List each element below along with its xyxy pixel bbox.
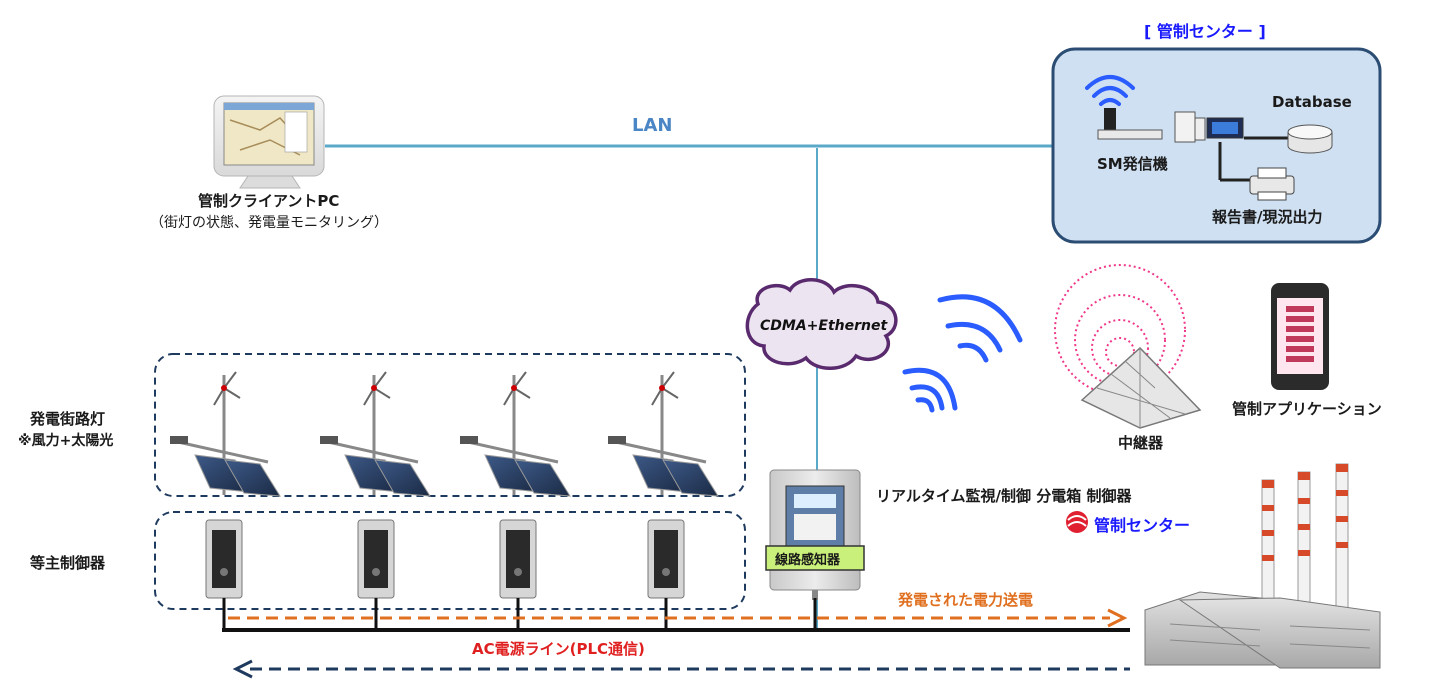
distribution-panel-icon bbox=[769, 469, 861, 600]
server-icon bbox=[1174, 111, 1196, 143]
client-pc-icon bbox=[213, 95, 325, 189]
report-output-label: 報告書/現況出力 bbox=[1212, 208, 1323, 226]
transmitter-icon bbox=[1104, 108, 1116, 130]
streetlight-4 bbox=[608, 371, 719, 497]
printer-icon bbox=[1249, 167, 1295, 201]
streetlight-3 bbox=[460, 371, 571, 497]
client-pc-subtitle: （街灯の状態、発電量モニタリング） bbox=[150, 215, 388, 231]
streetlight-sublabel: ※風力+太陽光 bbox=[18, 433, 114, 449]
controller-unit-2 bbox=[357, 519, 395, 599]
smartphone-icon bbox=[1271, 283, 1329, 390]
database-icon bbox=[1287, 124, 1333, 154]
client-pc-title: 管制クライアントPC bbox=[198, 192, 340, 210]
wireless-waves-icon bbox=[902, 294, 1023, 413]
app-label: 管制アプリケーション bbox=[1232, 400, 1382, 418]
streetlight-2 bbox=[320, 371, 431, 497]
ac-line-label: AC電源ライン(PLC通信) bbox=[472, 640, 645, 658]
power-plant-icon bbox=[1144, 463, 1381, 669]
streetlight-label: 発電街路灯 bbox=[30, 410, 106, 428]
streetlight-group-box bbox=[154, 353, 746, 497]
relay-icon bbox=[1054, 264, 1202, 429]
power-transfer-label: 発電された電力送電 bbox=[898, 591, 1034, 609]
database-label: Database bbox=[1272, 93, 1352, 111]
streetlight-1 bbox=[170, 371, 281, 497]
controller-unit-1 bbox=[205, 519, 243, 599]
panel-label: リアルタイム監視/制御 分電箱 制御器 bbox=[876, 487, 1132, 505]
sm-transmitter-label: SM発信機 bbox=[1097, 155, 1168, 173]
cdma-cloud bbox=[745, 278, 898, 370]
sensor-label-box bbox=[765, 545, 865, 571]
controller-unit-3 bbox=[499, 519, 537, 599]
brand-label: 管制センター bbox=[1094, 516, 1191, 535]
control-center-box bbox=[1051, 47, 1382, 244]
controller-label: 等主制御器 bbox=[30, 554, 106, 572]
sensor-label: 線路感知器 bbox=[775, 553, 841, 568]
wifi-icon bbox=[1085, 75, 1135, 106]
relay-label: 中継器 bbox=[1118, 434, 1164, 452]
lan-label: LAN bbox=[632, 115, 673, 136]
controller-unit-4 bbox=[647, 519, 685, 599]
control-center-title: [ 管制センター ] bbox=[1144, 22, 1266, 41]
controller-group-box bbox=[154, 511, 746, 610]
cdma-label: CDMA+Ethernet bbox=[760, 318, 888, 334]
